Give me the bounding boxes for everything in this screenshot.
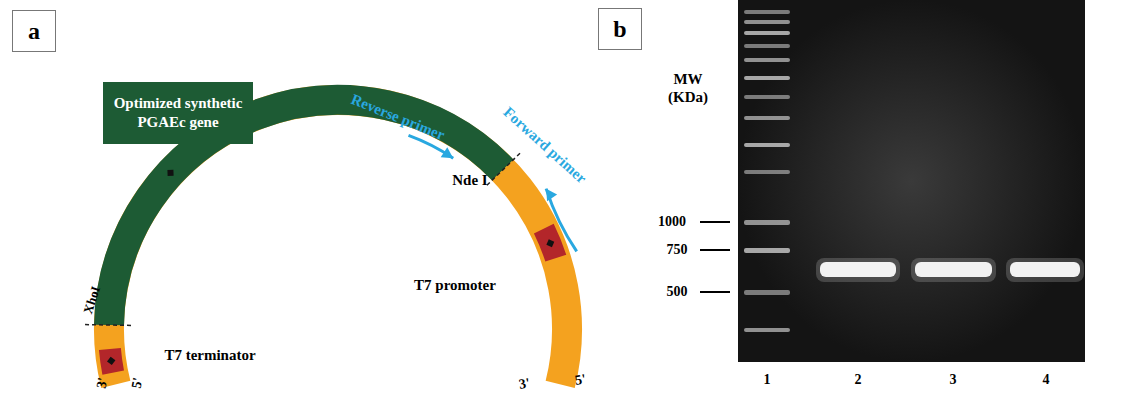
lane-number: 1 xyxy=(764,372,771,388)
lane-number: 3 xyxy=(950,372,957,388)
node-text: b xyxy=(613,16,626,43)
site-label: Nde I xyxy=(452,172,487,189)
ladder-band xyxy=(744,116,790,120)
tick-line xyxy=(700,291,730,293)
t7-promoter-block xyxy=(544,229,556,259)
lane-number: 2 xyxy=(855,372,862,388)
forward-primer-arrow-head xyxy=(546,189,557,201)
tick-line xyxy=(700,221,730,223)
strand-end: 3' xyxy=(93,376,111,390)
strand-end: 5' xyxy=(573,371,587,389)
panel-label-box: b xyxy=(598,8,642,50)
axis-title: MW (KDa) xyxy=(653,70,723,106)
tick-line xyxy=(700,249,730,251)
lane-number: 4 xyxy=(1043,372,1050,388)
marker-dot xyxy=(167,170,173,176)
restriction-site-line xyxy=(487,153,520,185)
restriction-site-line xyxy=(85,324,131,326)
ladder-band xyxy=(744,44,790,48)
sample-band xyxy=(820,262,896,277)
ladder-band xyxy=(744,328,790,332)
node-text: a xyxy=(28,18,40,45)
strand-end: 3' xyxy=(517,375,531,393)
band-glow xyxy=(911,258,996,282)
sample-band xyxy=(1010,262,1080,277)
gene-box: Optimized synthetic PGAEc gene xyxy=(103,82,253,144)
forward-primer-arrow xyxy=(546,189,577,252)
ladder-band xyxy=(744,143,790,147)
size-marker: 1000 xyxy=(658,214,686,230)
ladder-band xyxy=(744,20,790,24)
band-glow xyxy=(816,258,900,282)
ladder-band xyxy=(744,76,790,80)
ladder-band xyxy=(744,58,790,62)
sample-band xyxy=(915,262,992,277)
size-marker: 750 xyxy=(667,242,688,258)
region-label: T7 terminator xyxy=(164,347,255,364)
node-text: Optimized synthetic PGAEc gene xyxy=(111,94,245,132)
strand-end: 5' xyxy=(128,376,146,390)
marker-dot xyxy=(107,357,115,365)
marker-dot xyxy=(546,239,554,247)
ladder-band xyxy=(744,170,790,174)
ladder-band xyxy=(744,248,790,253)
panel-label-box: a xyxy=(12,10,56,52)
ladder-band xyxy=(744,95,790,99)
region-label: T7 promoter xyxy=(414,277,496,294)
size-marker: 500 xyxy=(667,284,688,300)
band-glow xyxy=(1006,258,1084,282)
ladder-band xyxy=(744,290,790,295)
ladder-band xyxy=(744,31,790,35)
gel xyxy=(738,0,1085,362)
reverse-primer-arrow-head xyxy=(441,147,453,158)
ladder-band xyxy=(744,220,790,225)
ladder-band xyxy=(744,10,790,14)
